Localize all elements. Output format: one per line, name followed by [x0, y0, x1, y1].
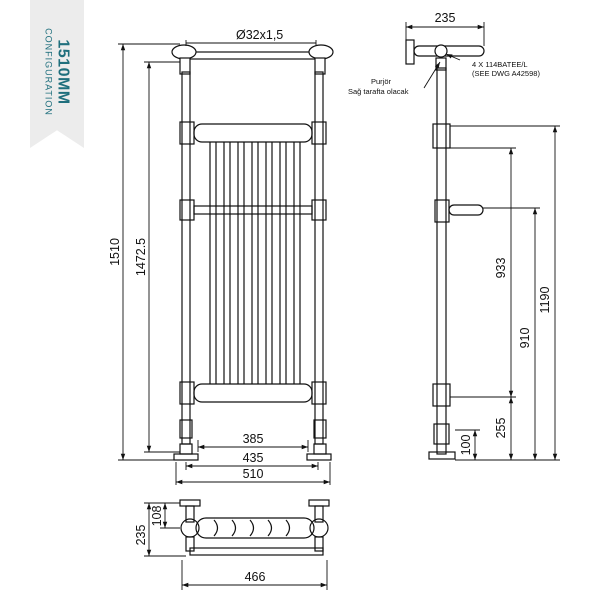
front-dimensions — [118, 40, 331, 485]
overall-height-label: 1510 — [108, 238, 122, 266]
overall-width-label: 510 — [243, 467, 264, 481]
inner-height-label: 1472.5 — [134, 238, 148, 276]
height-910-label: 910 — [518, 328, 532, 349]
front-rail — [189, 547, 324, 556]
middle-arm — [448, 204, 484, 216]
side-dimensions — [405, 22, 560, 461]
top-arm-left — [185, 505, 195, 523]
side-joint-lower — [432, 383, 451, 407]
top-view — [179, 499, 330, 556]
joint-upper-right — [311, 121, 327, 145]
upper-header — [193, 123, 313, 143]
side-foot — [428, 451, 456, 460]
side-valve — [433, 423, 450, 445]
height-255-label: 255 — [494, 418, 508, 439]
side-leg — [436, 67, 447, 455]
centres-width-label: 435 — [243, 451, 264, 465]
left-leg — [181, 71, 191, 445]
middle-rail — [193, 205, 313, 215]
top-inner-depth-label: 108 — [150, 506, 164, 527]
side-joint-upper — [432, 123, 451, 149]
height-100-label: 100 — [459, 435, 473, 456]
top-width-label: 466 — [245, 570, 266, 584]
top-valve — [434, 44, 448, 58]
right-leg — [314, 71, 324, 445]
top-radiator — [195, 517, 315, 539]
top-wall-plate-right — [308, 499, 330, 507]
foot-stem-right — [313, 443, 327, 455]
top-cap-right — [308, 44, 334, 60]
lower-header — [193, 383, 313, 403]
side-view — [405, 39, 485, 460]
side-depth-label: 235 — [435, 11, 456, 25]
joint-mid-right — [311, 199, 327, 221]
top-depth-label: 235 — [134, 525, 148, 546]
top-wall-plate-left — [179, 499, 201, 507]
valve-note-2: Sağ tarafta olacak — [348, 87, 409, 96]
wall-plate-top — [405, 39, 415, 65]
top-arm-right — [314, 505, 324, 523]
top-leg-right — [314, 536, 324, 552]
top-rail — [189, 51, 319, 60]
joint-lower-right — [311, 381, 327, 405]
foot-left — [173, 453, 199, 461]
front-view — [171, 44, 334, 461]
valve-left — [179, 419, 193, 439]
top-cap-left — [171, 44, 197, 60]
height-1190-label: 1190 — [538, 287, 552, 314]
rail-width-label: 385 — [243, 432, 264, 446]
top-dimensions — [144, 502, 328, 590]
bracket-note-2: (SEE DWG A42598) — [472, 69, 540, 78]
valve-right — [313, 419, 327, 439]
bracket-note: 4 X 114BATEE/L — [472, 60, 528, 69]
top-arm — [413, 45, 485, 57]
pipe-diameter-label: Ø32x1,5 — [236, 28, 283, 42]
tab-background — [30, 0, 84, 148]
top-elbow-left — [179, 57, 191, 75]
valve-note: Purjör — [371, 77, 392, 86]
height-933-label: 933 — [494, 258, 508, 279]
foot-right — [306, 453, 332, 461]
configuration-tab: 1510MM CONFIGURATION — [30, 0, 84, 148]
foot-stem-left — [179, 443, 193, 455]
top-radiator-columns — [213, 519, 291, 537]
radiator-columns — [209, 142, 301, 384]
top-elbow-right — [314, 57, 326, 75]
